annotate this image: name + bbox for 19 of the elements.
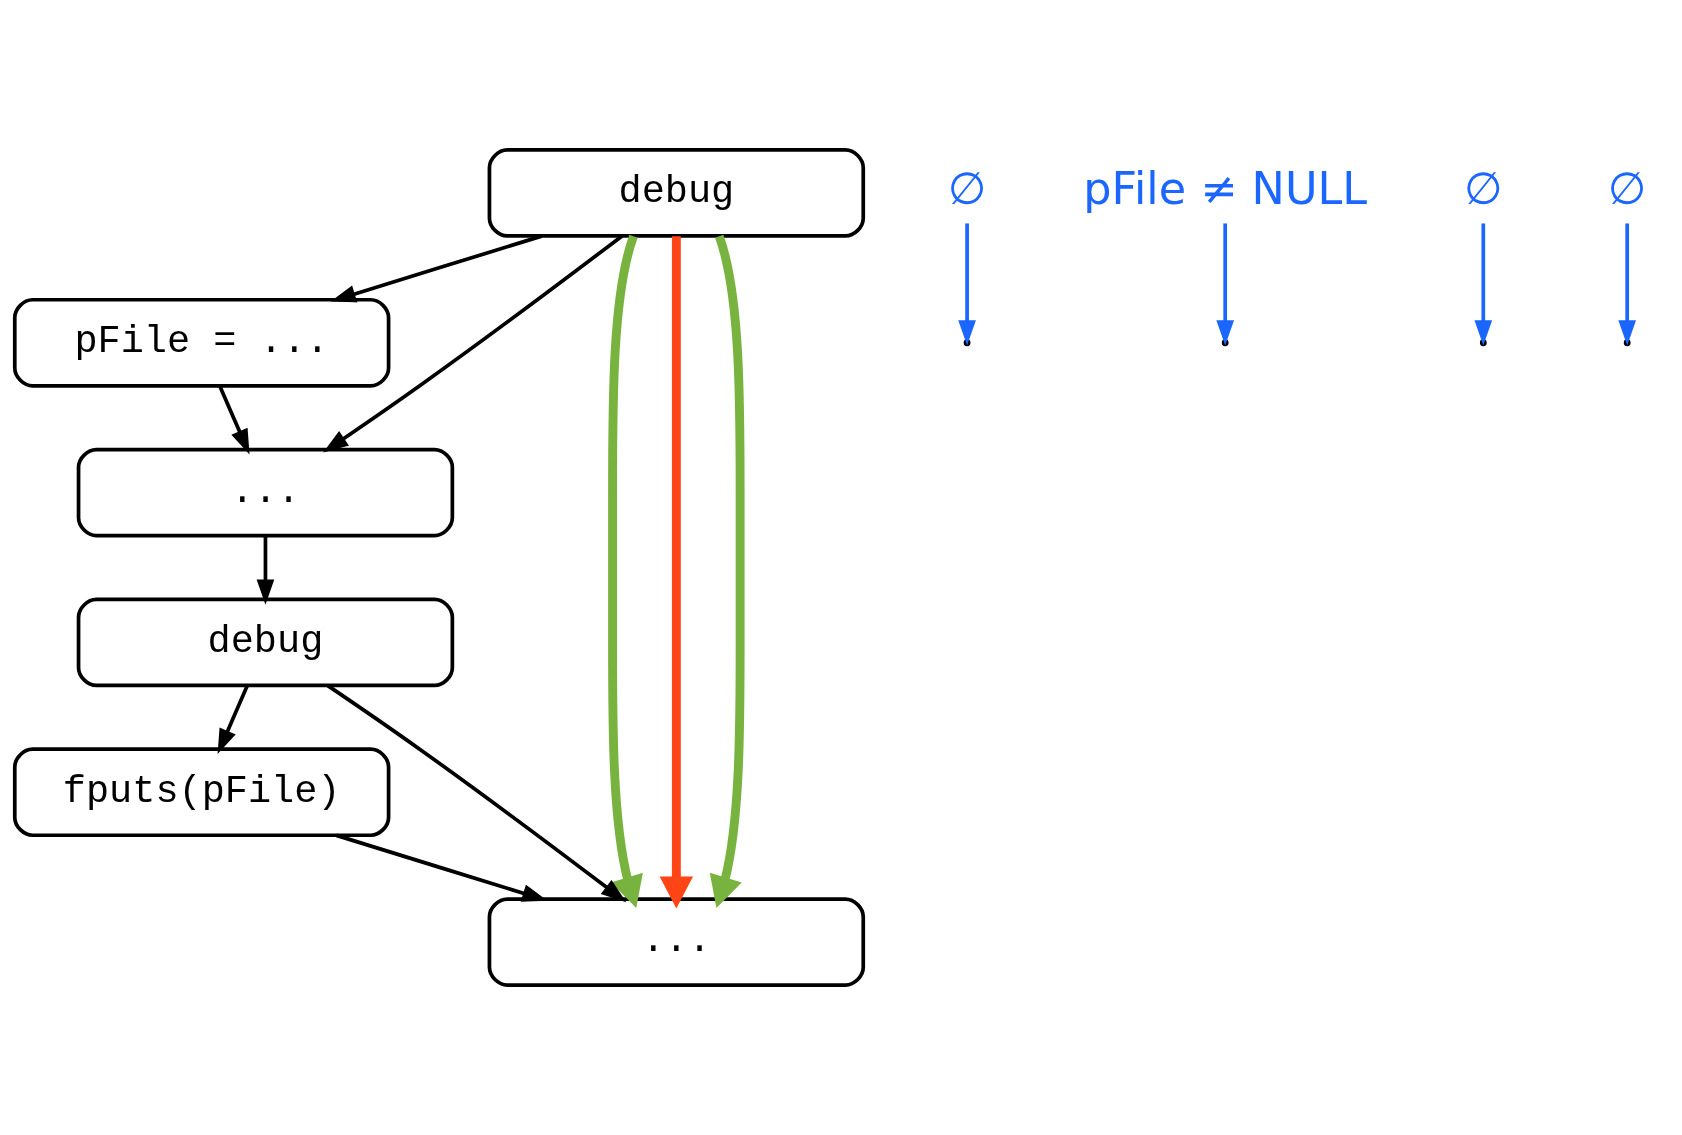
arrow xyxy=(256,535,275,605)
arrow xyxy=(659,236,694,909)
node-box: debug xyxy=(76,597,455,688)
node-box: ... xyxy=(487,897,866,987)
node-text: pFile ≠ NULL xyxy=(1083,163,1368,215)
node-text: ∅ xyxy=(947,163,987,215)
arrow xyxy=(217,684,250,755)
node-text: ∅ xyxy=(1463,163,1503,215)
arrow xyxy=(709,234,745,908)
arrow xyxy=(330,234,543,303)
node-box: fputs(pFile) xyxy=(12,747,391,838)
node-box: debug xyxy=(487,148,866,238)
node-text: ∅ xyxy=(1607,163,1647,215)
arrow xyxy=(323,234,623,453)
arrow xyxy=(326,684,627,903)
node-box: pFile = ... xyxy=(12,297,391,388)
arrow xyxy=(608,234,643,908)
node-box: ... xyxy=(76,447,455,538)
arrow xyxy=(218,385,250,455)
